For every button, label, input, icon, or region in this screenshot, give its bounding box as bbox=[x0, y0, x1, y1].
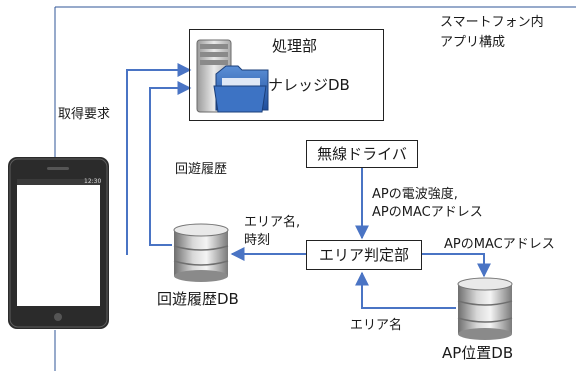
edge-label-signal-1: APの電波強度, bbox=[372, 187, 458, 202]
arrow-ap-db-to-unit bbox=[355, 271, 456, 309]
ap-db-label: AP位置DB bbox=[442, 344, 514, 362]
history-db-label: 回遊履歴DB bbox=[157, 290, 239, 308]
edge-label-fetch-request: 取得要求 bbox=[58, 107, 111, 122]
processing-title: 処理部 bbox=[272, 37, 318, 55]
wireless-driver-box: 無線ドライバ bbox=[306, 140, 418, 168]
folder-icon bbox=[213, 65, 269, 113]
edge-label-area-time-2: 時刻 bbox=[244, 233, 271, 248]
arrow-fetch-request bbox=[126, 63, 192, 255]
edge-label-history: 回遊履歴 bbox=[175, 162, 228, 177]
knowledge-db-label: ナレッジDB bbox=[268, 76, 350, 94]
container-title-line-2: アプリ構成 bbox=[440, 35, 506, 50]
area-unit-label: エリア判定部 bbox=[318, 245, 409, 264]
history-db-cylinder-icon bbox=[173, 223, 229, 282]
edge-label-area-name: エリア名 bbox=[350, 318, 403, 333]
edge-label-signal-2: APのMACアドレス bbox=[372, 205, 483, 220]
arrow-history-to-server bbox=[149, 81, 192, 246]
ap-db-cylinder-icon bbox=[457, 277, 513, 340]
processing-box bbox=[189, 29, 384, 121]
wireless-driver-label: 無線ドライバ bbox=[317, 144, 407, 163]
arrow-unit-to-ap-db bbox=[422, 253, 491, 278]
edge-label-mac: APのMACアドレス bbox=[444, 237, 555, 252]
smartphone-icon bbox=[8, 157, 109, 329]
phone-status-time: 12:30 bbox=[84, 178, 102, 185]
area-unit-box: エリア判定部 bbox=[306, 240, 422, 270]
container-title-line-1: スマートフォン内 bbox=[440, 15, 544, 30]
edge-label-area-time-1: エリア名, bbox=[244, 215, 301, 230]
